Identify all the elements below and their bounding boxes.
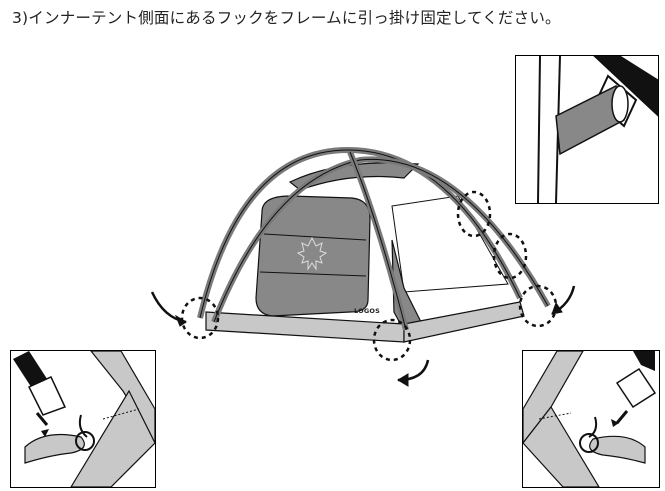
door-panel [255, 195, 371, 317]
arrow-right [551, 285, 576, 316]
floor-band [205, 311, 405, 343]
highlight-circle-right-1 [456, 190, 492, 238]
arrow-left [150, 291, 187, 324]
highlight-circle-front-left [180, 296, 220, 340]
instruction-heading: 3)インナーテント側面にあるフックをフレームに引っ掛け固定してください。 [12, 9, 561, 27]
tent-back-wall [260, 172, 512, 308]
pole-sleeve-detail [537, 56, 658, 203]
hook-attach-right-detail [523, 351, 657, 487]
door-seam-2 [259, 271, 367, 277]
pole-center-outline [349, 151, 407, 331]
hook-attach-left-detail [13, 351, 155, 487]
arrow-right-head [551, 301, 563, 315]
detail-panel-bottom-right [522, 350, 660, 488]
pole-front-outline [199, 149, 521, 319]
pole-back [211, 156, 551, 324]
pole-back-outline [213, 158, 549, 323]
maple-leaf-icon [296, 236, 328, 271]
arrow-left-head [174, 314, 187, 327]
highlight-circle-right-3 [518, 284, 558, 328]
detail-panel-bottom-left [10, 350, 156, 488]
arrow-bottom-head [397, 373, 409, 387]
tent-logo: LOGOS [354, 307, 380, 315]
highlight-circle-right-2 [492, 232, 528, 280]
vestibule-panel [391, 239, 429, 339]
door-seam-1 [263, 233, 367, 241]
arrow-bottom [397, 359, 430, 382]
detail-panel-top-right [515, 55, 659, 204]
floor-band-right [403, 301, 525, 343]
roof-panel [288, 162, 420, 191]
pole-front [197, 146, 523, 319]
right-wall-panel [391, 195, 509, 293]
highlight-circle-front-center [372, 318, 412, 362]
pole-center [347, 150, 409, 331]
